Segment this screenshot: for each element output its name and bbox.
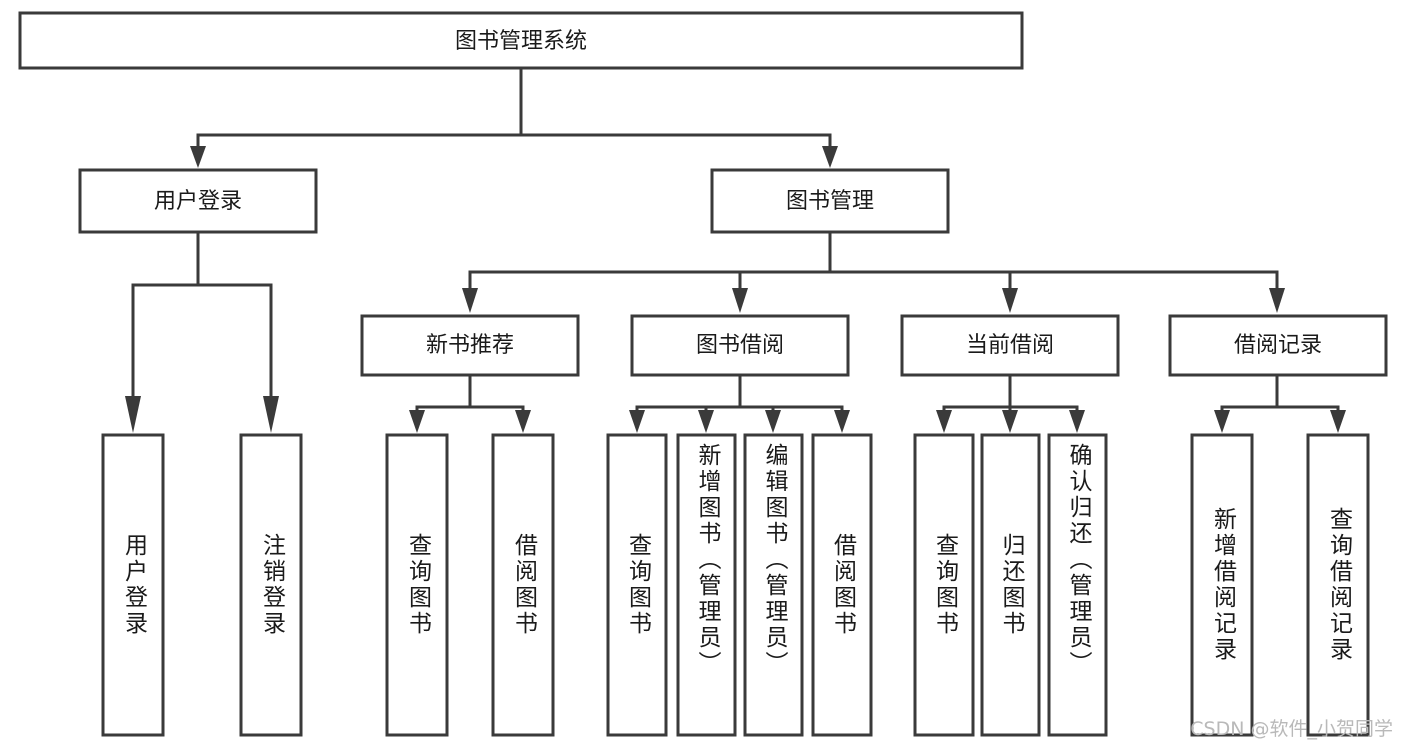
node-box-leaf-borrow-book-1[interactable] (491, 433, 555, 737)
node-box-book-borrow[interactable] (630, 314, 850, 377)
node-box-borrow-record[interactable] (1168, 314, 1388, 377)
arrowhead-new-book (462, 288, 478, 313)
arrowhead-br-leaf2 (1330, 410, 1346, 433)
arrowhead-bb-leaf2 (698, 410, 714, 433)
arrowhead-cb-leaf1 (936, 410, 952, 433)
arrowhead-leaf-user-login (125, 396, 141, 433)
arrowhead-cb-leaf3 (1069, 410, 1085, 433)
node-group: 图书管理系统 用户登录 图书管理 新书推荐 图书借阅 当前借阅 借阅记录 (18, 11, 1388, 737)
node-label-new-book-recommend: 新书推荐 (426, 333, 514, 358)
arrowhead-leaf-logout (263, 396, 279, 433)
node-box-new-book-recommend[interactable] (360, 314, 580, 377)
node-box-leaf-edit-book[interactable] (743, 433, 804, 737)
node-label-book-borrow: 图书借阅 (696, 333, 784, 358)
node-box-leaf-return-book[interactable] (980, 433, 1041, 737)
node-box-book-manage[interactable] (710, 168, 950, 234)
node-box-current-borrow[interactable] (900, 314, 1120, 377)
node-box-leaf-logout[interactable] (239, 433, 303, 737)
arrowhead-br-leaf1 (1214, 410, 1230, 433)
node-box-leaf-add-book[interactable] (676, 433, 737, 737)
node-box-leaf-add-record[interactable] (1190, 433, 1254, 737)
arrowhead-nb-leaf2 (515, 410, 531, 433)
node-box-leaf-query-book-3[interactable] (913, 433, 975, 737)
arrowhead-current-borrow (1002, 288, 1018, 313)
node-box-leaf-confirm-return[interactable] (1047, 433, 1108, 737)
node-label-user-login: 用户登录 (154, 189, 242, 214)
arrowhead-nb-leaf1 (409, 410, 425, 433)
node-box-leaf-borrow-book-2[interactable] (811, 433, 873, 737)
node-box-leaf-query-book-2[interactable] (606, 433, 668, 737)
arrowhead-book-manage (822, 146, 838, 168)
node-box-leaf-user-login[interactable] (101, 433, 165, 737)
arrowhead-bb-leaf4 (834, 410, 850, 433)
node-label-root: 图书管理系统 (455, 29, 587, 54)
arrowhead-user-login (190, 146, 206, 168)
connector-group (125, 66, 1346, 433)
arrowhead-cb-leaf2 (1002, 410, 1018, 433)
arrowhead-book-borrow (732, 288, 748, 313)
node-box-user-login[interactable] (78, 168, 318, 234)
arrowhead-bb-leaf3 (765, 410, 781, 433)
node-label-book-manage: 图书管理 (786, 189, 874, 214)
node-box-leaf-query-book-1[interactable] (385, 433, 449, 737)
node-box-root[interactable] (18, 11, 1024, 70)
arrowhead-bb-leaf1 (629, 410, 645, 433)
node-label-borrow-record: 借阅记录 (1234, 333, 1322, 358)
node-box-leaf-query-record[interactable] (1306, 433, 1370, 737)
arrowhead-borrow-record (1269, 288, 1285, 313)
node-label-current-borrow: 当前借阅 (966, 333, 1054, 358)
